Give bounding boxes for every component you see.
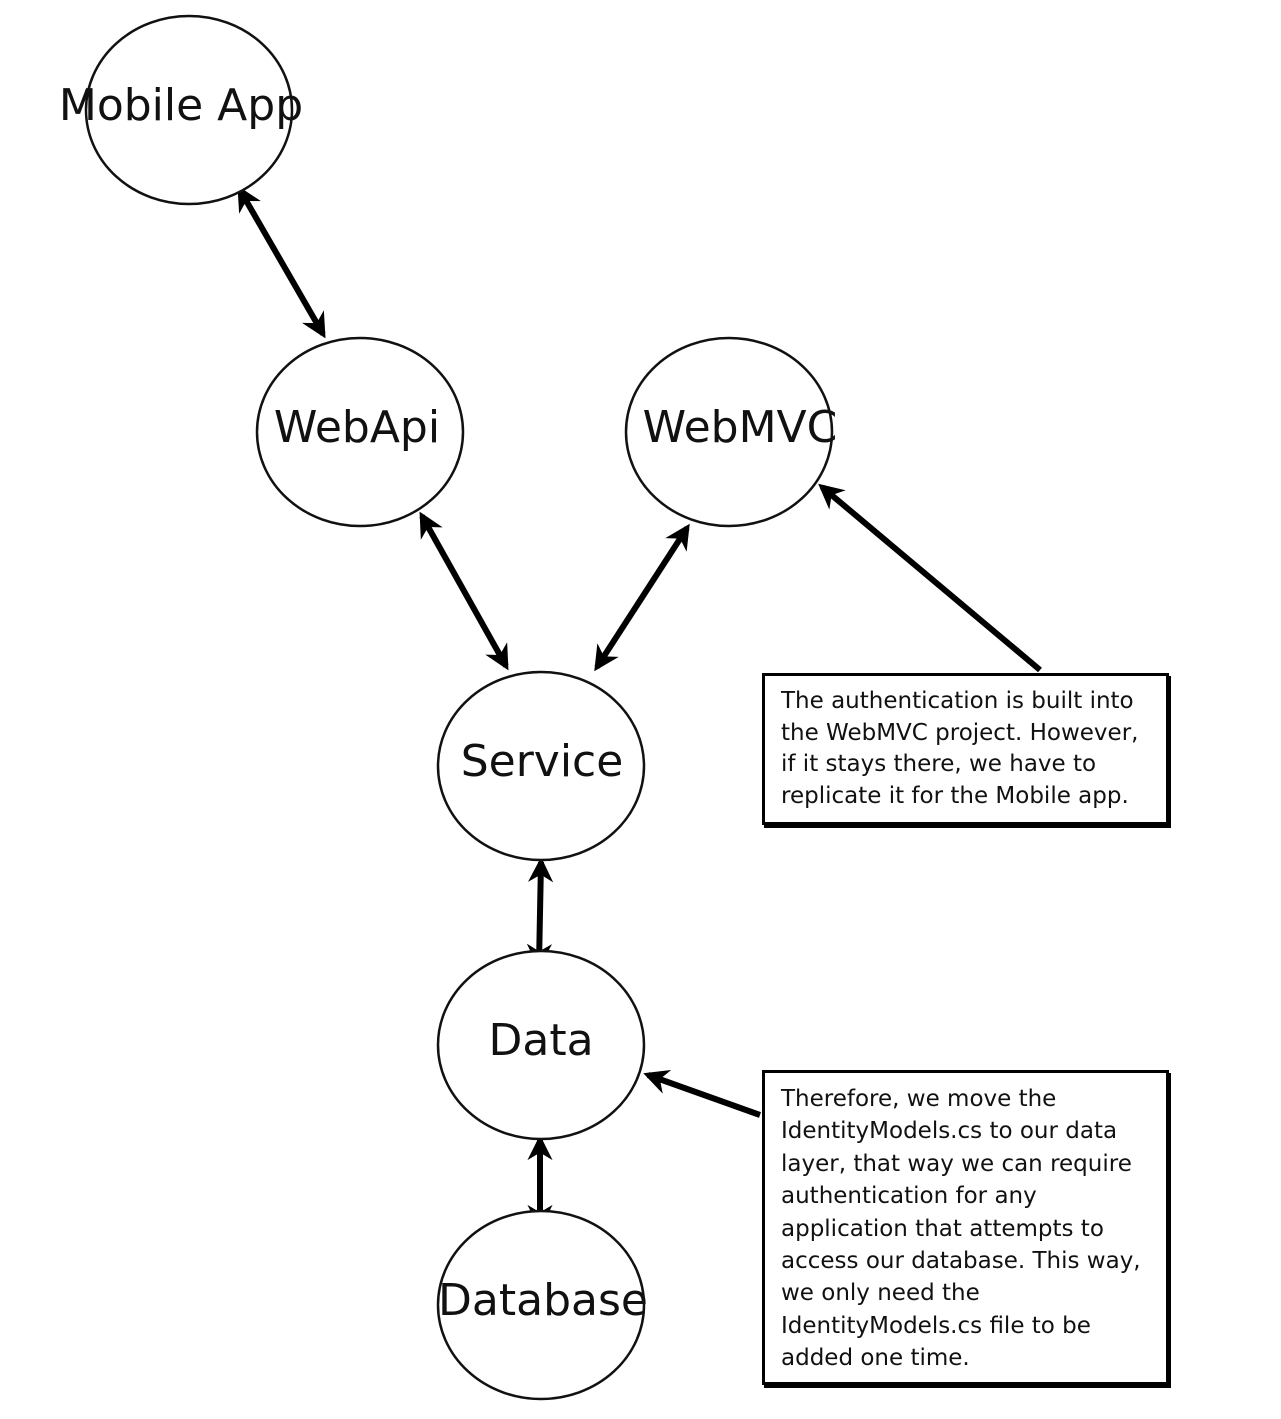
node-data-shape: [436, 949, 646, 1141]
node-mobile-app-shape: [84, 14, 294, 206]
node-webapi: WebApi: [255, 336, 465, 528]
note-identity-models-line-5: application that attempts to: [781, 1215, 1104, 1242]
node-webmvc-label: WebMVC: [643, 402, 838, 453]
note-identity-models-line-4: authentication for any: [781, 1183, 1037, 1210]
note-pointer-data: [643, 1069, 762, 1118]
note-pointer-webmvc: [818, 483, 1042, 673]
node-data-label: Data: [488, 1015, 593, 1066]
node-mobile-app: Mobile App: [59, 14, 303, 206]
edge-webmvc-service: [594, 523, 690, 672]
node-mobile-app-label: Mobile App: [59, 80, 303, 131]
node-webmvc-shape: [624, 336, 834, 528]
node-webapi-label: WebApi: [274, 402, 440, 453]
node-database-label: Database: [438, 1275, 648, 1326]
node-database-shape: [436, 1209, 646, 1401]
node-data: Data: [436, 949, 646, 1141]
edge-service-data: [526, 856, 554, 970]
node-service-label: Service: [461, 736, 624, 787]
edge-webapi-service: [419, 511, 509, 671]
note-authentication-line-2: the WebMVC project. However,: [781, 719, 1139, 746]
node-webapi-shape: [255, 336, 465, 528]
note-authentication-line-1: The authentication is built into: [781, 688, 1134, 714]
note-identity-models-line-9: added one time.: [781, 1345, 970, 1372]
note-identity-models-line-8: IdentityModels.cs file to be: [781, 1312, 1091, 1339]
node-service-shape: [436, 670, 646, 862]
node-service: Service: [436, 670, 646, 862]
note-identity-models-line-2: IdentityModels.cs to our data: [781, 1118, 1118, 1145]
note-identity-models-line-1: Therefore, we move the: [781, 1086, 1057, 1112]
note-identity-models-line-3: layer, that way we can require: [781, 1150, 1132, 1177]
node-webmvc: WebMVC: [624, 336, 838, 528]
note-identity-models-line-7: we only need the: [781, 1280, 980, 1307]
note-authentication-line-4: replicate it for the Mobile app.: [781, 782, 1129, 809]
note-authentication-line-3: if it stays there, we have to: [781, 751, 1097, 777]
note-identity-models-line-6: access our database. This way,: [781, 1248, 1141, 1275]
note-authentication: The authentication is built into the Web…: [762, 673, 1169, 825]
note-identity-models: Therefore, we move the IdentityModels.cs…: [762, 1070, 1169, 1385]
node-database: Database: [436, 1209, 648, 1401]
edge-mobile-app-webapi: [237, 185, 326, 339]
